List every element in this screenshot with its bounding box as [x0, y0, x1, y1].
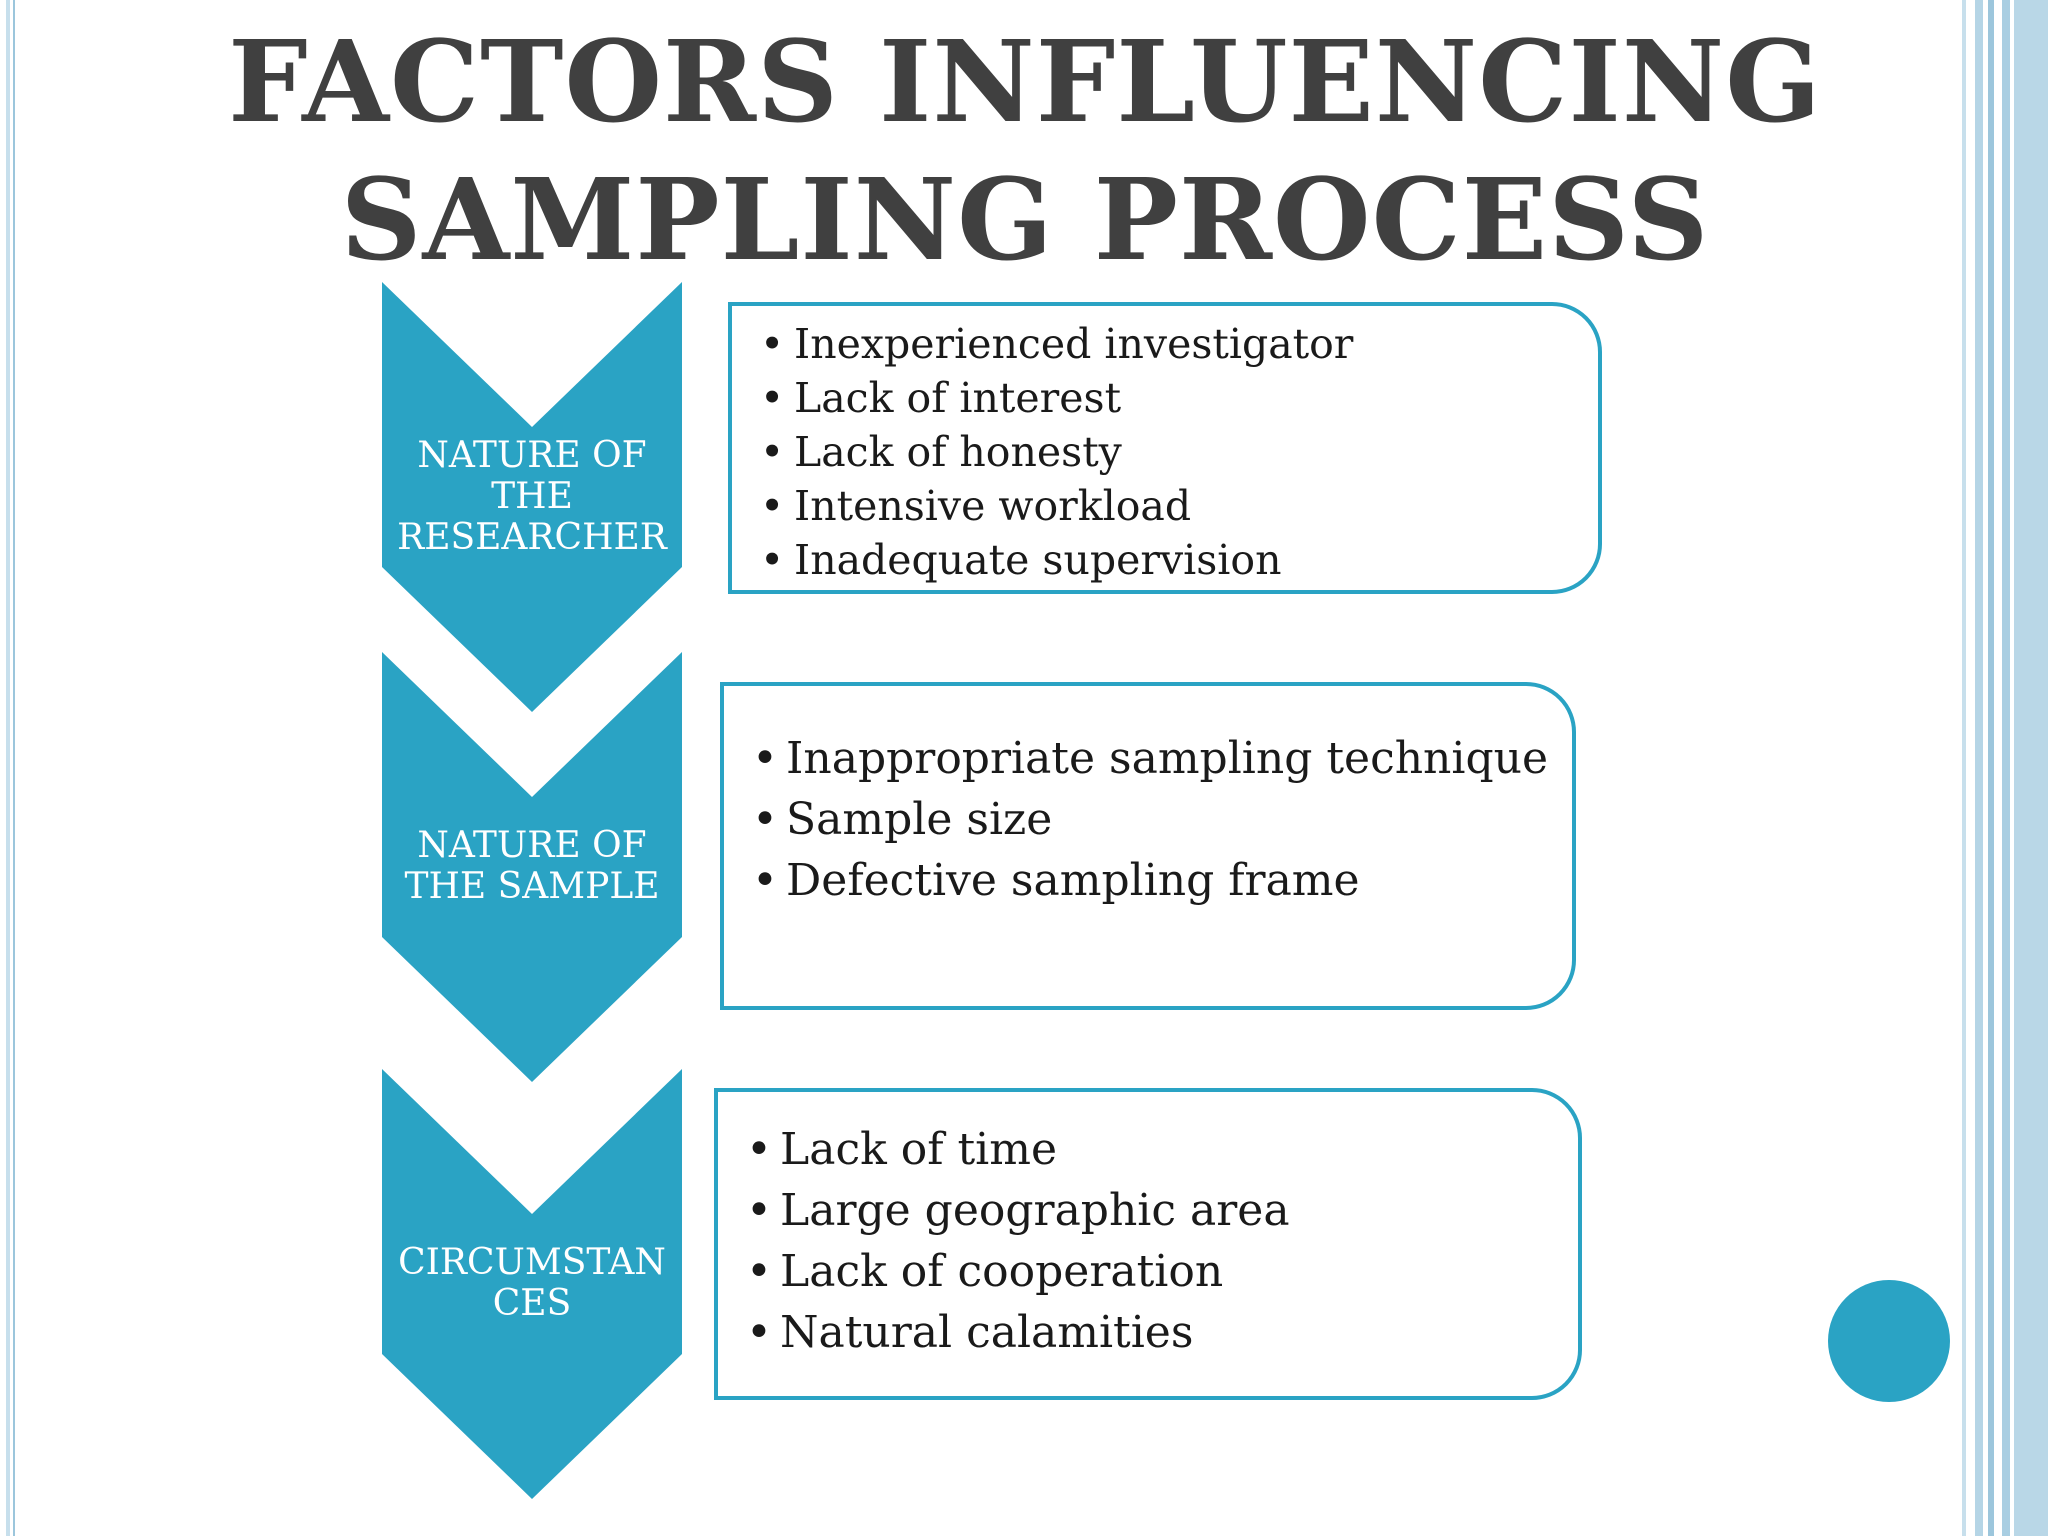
list-item: Inappropriate sampling technique [744, 733, 1552, 785]
factor-list: Inexperienced investigator Lack of inter… [752, 317, 1578, 587]
slide-title-line-2: SAMPLING PROCESS [340, 155, 1710, 286]
factor-list: Lack of time Large geographic area Lack … [738, 1119, 1558, 1363]
right-decorative-stripe [2002, 0, 2010, 1536]
factor-box-researcher: Inexperienced investigator Lack of inter… [728, 302, 1602, 594]
chevron-label: NATURE OF THE SAMPLE [382, 825, 682, 907]
chevron-nature-of-sample: NATURE OF THE SAMPLE [382, 652, 682, 1082]
chevron-label-line: CES [492, 1283, 572, 1324]
list-item: Inadequate supervision [752, 533, 1578, 587]
left-decorative-stripe [6, 0, 10, 1536]
right-decorative-stripe [2014, 0, 2048, 1536]
factor-list: Inappropriate sampling technique Sample … [744, 733, 1552, 907]
slide-title-line-1: FACTORS INFLUENCING [228, 17, 1822, 148]
right-decorative-stripe [1988, 0, 1994, 1536]
list-item: Defective sampling frame [744, 855, 1552, 907]
right-decorative-stripe [1962, 0, 1966, 1536]
chevron-label-line: THE SAMPLE [404, 866, 660, 907]
chevron-label-line: NATURE OF [417, 435, 647, 476]
slide-title: FACTORS INFLUENCING SAMPLING PROCESS [150, 14, 1900, 290]
chevron-label-line: NATURE OF [417, 825, 647, 866]
chevron-shape [382, 652, 682, 1082]
list-item: Lack of time [738, 1119, 1558, 1180]
left-decorative-stripe-thin [13, 0, 15, 1536]
list-item: Lack of cooperation [738, 1241, 1558, 1302]
list-item: Natural calamities [738, 1302, 1558, 1363]
chevron-label-line: CIRCUMSTAN [398, 1242, 666, 1283]
list-item: Large geographic area [738, 1180, 1558, 1241]
list-item: Lack of interest [752, 371, 1578, 425]
chevron-label: CIRCUMSTAN CES [382, 1242, 682, 1324]
chevron-shape [382, 1069, 682, 1499]
chevron-label-line: RESEARCHER [397, 517, 667, 558]
chevron-nature-of-researcher: NATURE OF THE RESEARCHER [382, 282, 682, 712]
chevron-label: NATURE OF THE RESEARCHER [382, 435, 682, 558]
decorative-circle [1828, 1280, 1950, 1402]
factor-box-circumstances: Lack of time Large geographic area Lack … [714, 1088, 1582, 1400]
list-item: Inexperienced investigator [752, 317, 1578, 371]
factor-box-sample: Inappropriate sampling technique Sample … [720, 682, 1576, 1010]
chevron-circumstances: CIRCUMSTAN CES [382, 1069, 682, 1499]
list-item: Intensive workload [752, 479, 1578, 533]
list-item: Sample size [744, 794, 1552, 846]
chevron-shape [382, 282, 682, 712]
list-item: Lack of honesty [752, 425, 1578, 479]
right-decorative-stripe [1975, 0, 1983, 1536]
chevron-label-line: THE [491, 476, 573, 517]
